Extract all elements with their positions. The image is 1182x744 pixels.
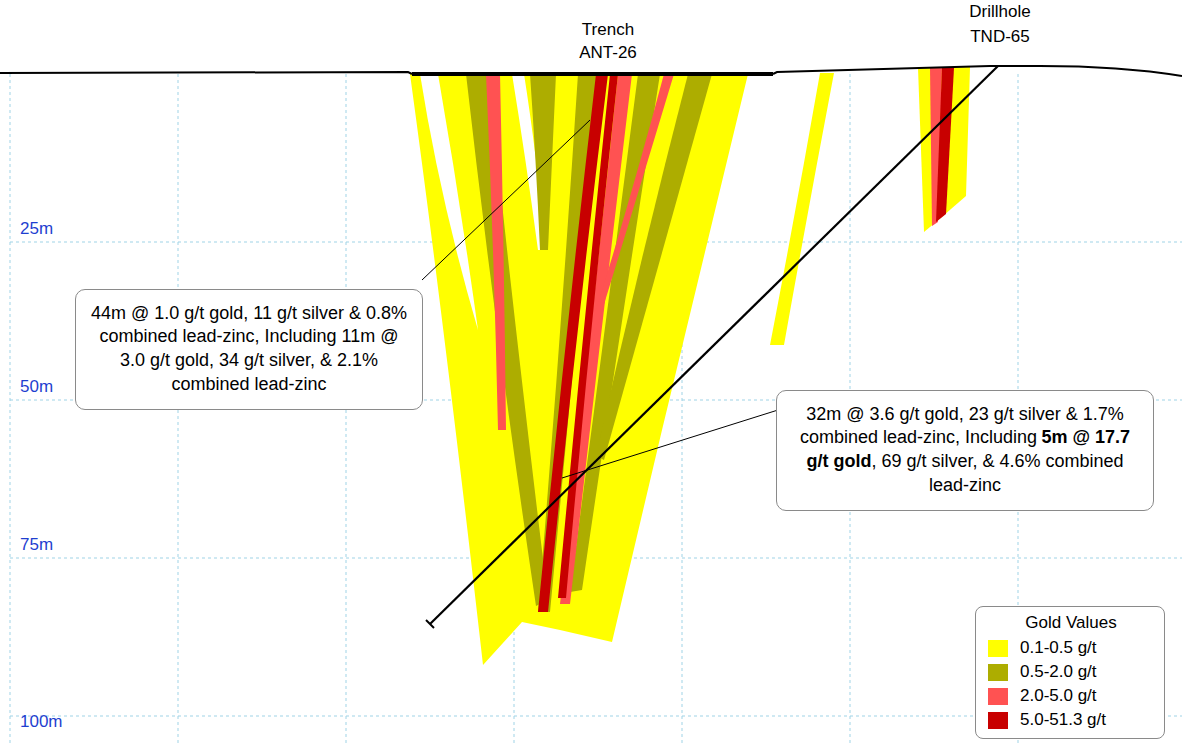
leader-lines: [422, 120, 778, 478]
legend-row: 0.5-2.0 g/t: [988, 660, 1154, 684]
ground-surface: [0, 66, 1182, 76]
assay-callout: 32m @ 3.6 g/t gold, 23 g/t silver & 1.7%…: [776, 390, 1154, 511]
depth-label: 75m: [20, 535, 53, 555]
depth-label: 25m: [20, 219, 53, 239]
legend-row: 2.0-5.0 g/t: [988, 684, 1154, 708]
legend-swatch: [988, 712, 1008, 729]
assay-text: , 69 g/t silver, & 4.6% combined lead-zi…: [871, 451, 1123, 495]
drillhole-id: TND-65: [970, 27, 1030, 47]
legend-row: 0.1-0.5 g/t: [988, 636, 1154, 660]
drillhole-trace: [426, 66, 998, 628]
assay-callout: 44m @ 1.0 g/t gold, 11 g/t silver & 0.8%…: [75, 289, 423, 410]
legend-swatch: [988, 640, 1008, 657]
assay-text: 44m @ 1.0 g/t gold, 11 g/t silver & 0.8%…: [91, 303, 407, 394]
grid: [10, 74, 1182, 744]
legend-swatch: [988, 688, 1008, 705]
legend-swatch: [988, 664, 1008, 681]
vein-system: [410, 67, 970, 665]
drillhole-label: Drillhole: [969, 2, 1030, 22]
legend-text: 5.0-51.3 g/t: [1020, 710, 1106, 730]
legend-title: Gold Values: [988, 613, 1154, 633]
legend-text: 0.1-0.5 g/t: [1020, 638, 1097, 658]
depth-label: 50m: [20, 377, 53, 397]
legend-text: 0.5-2.0 g/t: [1020, 662, 1097, 682]
depth-label: 100m: [20, 712, 63, 732]
trench-label: Trench: [582, 20, 634, 40]
trench-id: ANT-26: [579, 43, 637, 63]
legend-text: 2.0-5.0 g/t: [1020, 686, 1097, 706]
legend-box: Gold Values 0.1-0.5 g/t 0.5-2.0 g/t 2.0-5.0…: [975, 606, 1165, 739]
legend-row: 5.0-51.3 g/t: [988, 708, 1154, 732]
